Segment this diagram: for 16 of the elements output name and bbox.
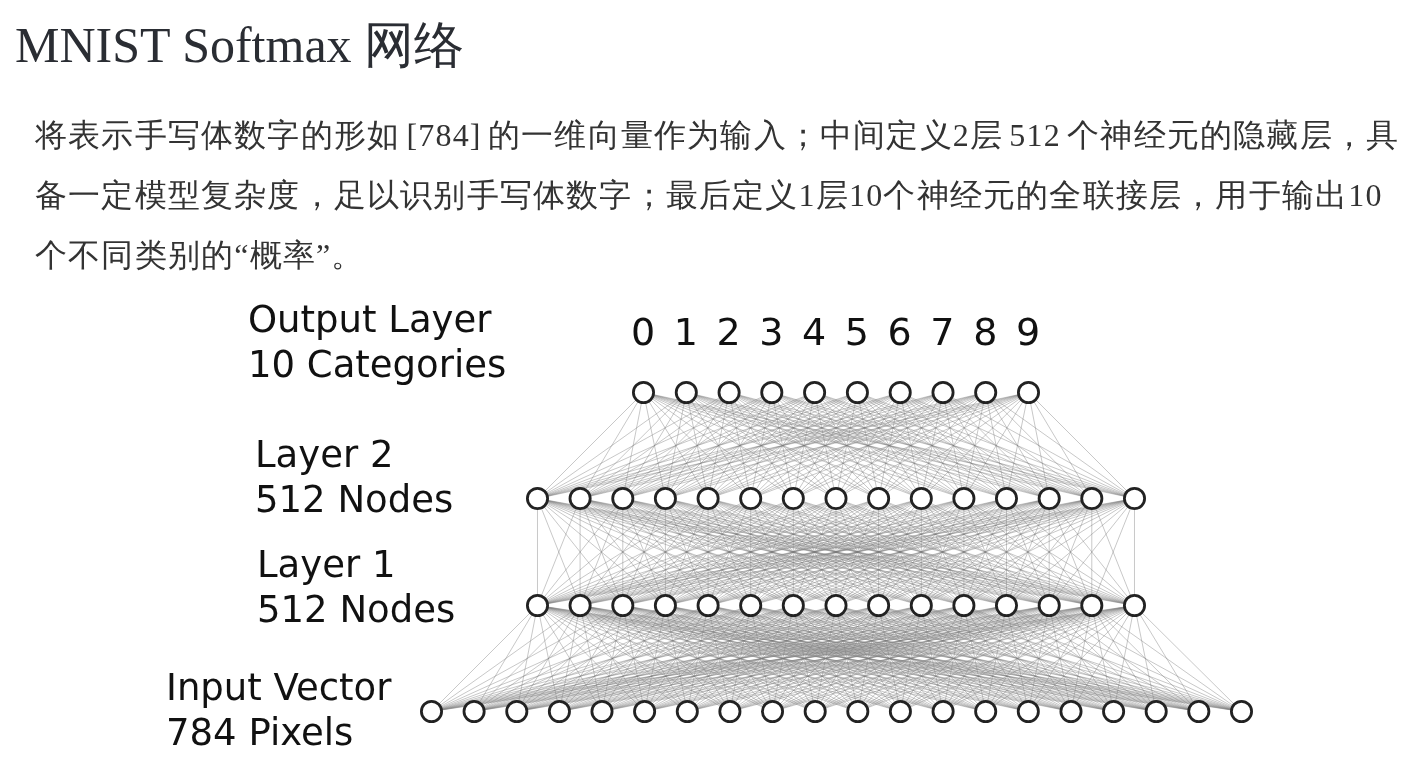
category-label: 7 (930, 313, 955, 351)
layer-label: Input Vector 784 Pixels (166, 665, 393, 755)
category-label: 6 (887, 313, 912, 351)
category-label: 0 (630, 313, 656, 351)
category-label: 1 (673, 313, 698, 351)
category-label: 9 (1015, 313, 1041, 351)
layer-label: Output Layer 10 Categories (248, 297, 508, 387)
layer-label: Layer 1 512 Nodes (257, 542, 457, 632)
category-label: 8 (973, 313, 998, 351)
layer-label: Layer 2 512 Nodes (255, 432, 455, 522)
description-paragraph: 将表示手写体数字的形如 [784] 的一维向量作为输入；中间定义2层 512 个神经元的隐藏层，具备一定模型复杂度，足以识别手写体数字；最后定义1层10个神经元的全联接层，用于输出10个不同类别的“概率”。 (35, 116, 1401, 275)
category-label: 4 (802, 313, 827, 351)
category-label: 2 (716, 313, 741, 351)
page-title: MNIST Softmax 网络 (15, 16, 465, 75)
category-label: 3 (759, 313, 784, 351)
category-label: 5 (844, 313, 869, 351)
